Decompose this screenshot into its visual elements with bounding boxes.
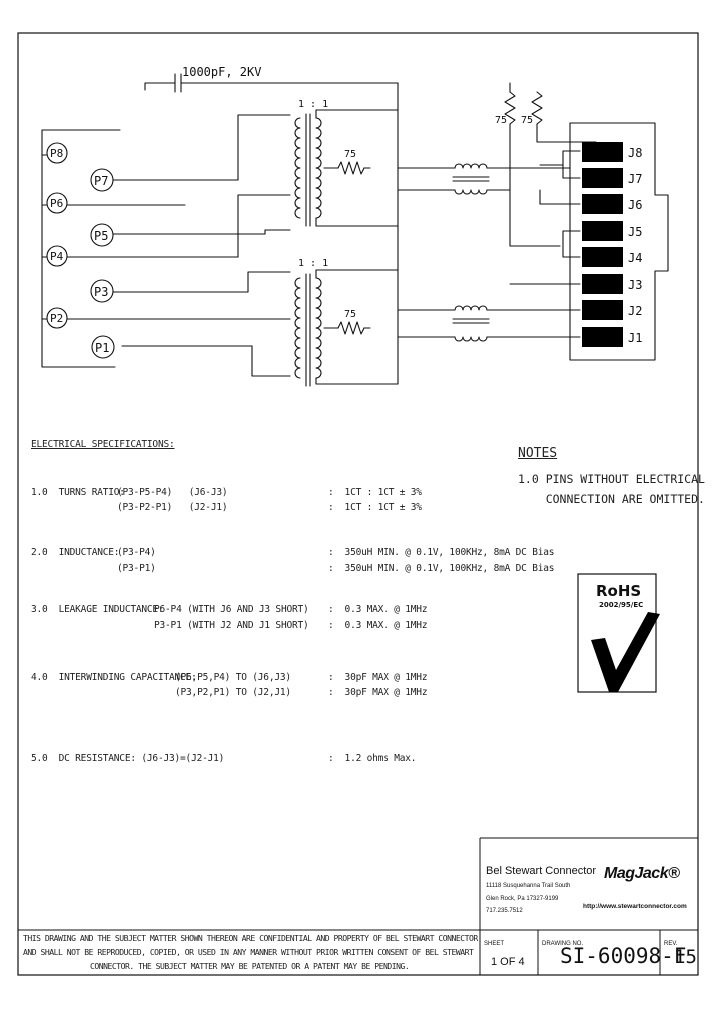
spec2-value-b: : 350uH MIN. @ 0.1V, 100KHz, 8mA DC Bias <box>328 563 555 574</box>
spec3-label: 3.0 LEAKAGE INDUCTANCE: <box>31 604 164 615</box>
rohs-logo: RoHS 2002/95/EC <box>577 573 660 693</box>
spec2-value-a: : 350uH MIN. @ 0.1V, 100KHz, 8mA DC Bias <box>328 547 555 558</box>
svg-text:RoHS: RoHS <box>596 582 641 600</box>
spec4-value-a: : 30pF MAX @ 1MHz <box>328 672 428 683</box>
company-address-1: 11118 Susquehanna Trail South <box>486 883 571 889</box>
svg-text:2002/95/EC: 2002/95/EC <box>599 601 643 609</box>
spec5-label: 5.0 DC RESISTANCE: (J6-J3)=(J2-J1) <box>31 753 225 764</box>
resistor-bottom-zigzag <box>337 321 365 335</box>
jack-block-j5 <box>582 221 623 241</box>
confidential-line-3: CONNECTOR. THE SUBJECT MATTER MAY BE PAT… <box>90 961 410 971</box>
pullup-right-label: 75 <box>521 115 533 126</box>
company-phone: 717.235.7512 <box>486 908 523 914</box>
jack-block-j2 <box>582 300 623 320</box>
spec2-condition-a: (P3-P4) <box>117 547 156 558</box>
pin-p7-label: P7 <box>94 174 108 188</box>
spec2-label: 2.0 INDUCTANCE: <box>31 547 120 558</box>
drawing-label: DRAWING NO. <box>542 941 584 947</box>
resistor-top-label: 75 <box>344 149 356 160</box>
pin-p5-circle <box>90 223 114 247</box>
pin-p6-circle <box>46 192 68 214</box>
pullup-left-label: 75 <box>495 115 507 126</box>
pin-p4-circle <box>46 245 68 267</box>
sheet-value: 1 OF 4 <box>491 956 525 968</box>
coil-bottom-primary <box>294 277 301 379</box>
coil-top-secondary <box>315 117 322 219</box>
pin-p1-label: P1 <box>95 341 109 355</box>
pin-p7-circle <box>90 168 114 192</box>
jack-label-j5: J5 <box>628 225 642 239</box>
pin-p6-label: P6 <box>50 197 63 210</box>
pin-p3-circle <box>90 279 114 303</box>
jack-label-j1: J1 <box>628 331 642 345</box>
confidential-line-2: AND SHALL NOT BE REPRODUCED, COPIED, OR … <box>23 947 474 957</box>
ratio-bottom-label: 1 : 1 <box>298 258 328 269</box>
jack-label-j8: J8 <box>628 146 642 160</box>
rev-label: REV. <box>664 941 678 947</box>
notes-line-1: 1.0 PINS WITHOUT ELECTRICAL <box>518 472 705 486</box>
spec3-condition-a: P6-P4 (WITH J6 AND J3 SHORT) <box>154 604 309 615</box>
jack-label-j4: J4 <box>628 251 642 265</box>
company-url: http://www.stewartconnector.com <box>583 903 687 910</box>
sheet-border <box>17 32 699 976</box>
jack-label-j3: J3 <box>628 278 642 292</box>
spec1-value-a: : 1CT : 1CT ± 3% <box>328 487 422 498</box>
rev-value: 15 <box>674 946 697 968</box>
pullup-right-zigzag <box>531 91 543 125</box>
pin-p2-circle <box>46 307 68 329</box>
spec3-value-a: : 0.3 MAX. @ 1MHz <box>328 604 428 615</box>
pin-p3-label: P3 <box>94 285 108 299</box>
jack-block-j8 <box>582 142 623 162</box>
brand-logo: MagJack® <box>604 865 680 882</box>
left-bracket-wire <box>41 129 121 368</box>
spec5-value: : 1.2 ohms Max. <box>328 753 417 764</box>
resistor-bottom-label: 75 <box>344 309 356 320</box>
spec2-condition-b: (P3-P1) <box>117 563 156 574</box>
coil-bottom-secondary <box>315 277 322 379</box>
jack-block-j7 <box>582 168 623 188</box>
notes-line-2: CONNECTION ARE OMITTED. <box>518 492 705 506</box>
pullup-left-zigzag <box>504 91 516 125</box>
jack-housing <box>569 122 669 361</box>
spec3-value-b: : 0.3 MAX. @ 1MHz <box>328 620 428 631</box>
jack-label-j6: J6 <box>628 198 642 212</box>
spec1-condition-a: (P3-P5-P4) (J6-J3) <box>117 487 228 498</box>
pin-p1-circle <box>91 335 115 359</box>
capacitor-wire <box>144 82 176 91</box>
pin-p4-label: P4 <box>50 250 64 263</box>
company-name: Bel Stewart Connector <box>486 865 597 877</box>
resistor-top-zigzag <box>337 161 365 175</box>
sheet-label: SHEET <box>484 941 505 947</box>
coil-top-primary <box>294 117 301 219</box>
pin-p5-label: P5 <box>94 229 108 243</box>
jack-block-j1 <box>582 327 623 347</box>
pin-p8-circle <box>46 142 68 164</box>
checkmark-icon <box>591 612 660 692</box>
spec3-condition-b: P3-P1 (WITH J2 AND J1 SHORT) <box>154 620 309 631</box>
spec4-condition-a: (P6,P5,P4) TO (J6,J3) <box>175 672 291 683</box>
ratio-top-label: 1 : 1 <box>298 99 328 110</box>
spec1-value-b: : 1CT : 1CT ± 3% <box>328 502 422 513</box>
capacitor-label: 1000pF, 2KV <box>182 65 261 79</box>
jack-block-j6 <box>582 194 623 214</box>
confidential-line-1: THIS DRAWING AND THE SUBJECT MATTER SHOW… <box>23 933 478 943</box>
jack-block-j4 <box>582 247 623 267</box>
pin-p8-label: P8 <box>50 147 63 160</box>
jack-label-j2: J2 <box>628 304 642 318</box>
jack-block-j3 <box>582 274 623 294</box>
notes-title: NOTES <box>518 446 558 461</box>
drawing-number: SI-60098-F <box>560 944 687 968</box>
spec1-label: 1.0 TURNS RATIO: <box>31 487 125 498</box>
company-address-2: Glen Rock, Pa 17327-9199 <box>486 896 559 902</box>
pin-p2-label: P2 <box>50 312 63 325</box>
jack-label-j7: J7 <box>628 172 642 186</box>
spec4-condition-b: (P3,P2,P1) TO (J2,J1) <box>175 687 291 698</box>
spec4-label: 4.0 INTERWINDING CAPACITANCE: <box>31 672 197 683</box>
spec1-condition-b: (P3-P2-P1) (J2-J1) <box>117 502 228 513</box>
spec4-value-b: : 30pF MAX @ 1MHz <box>328 687 428 698</box>
specs-heading: ELECTRICAL SPECIFICATIONS: <box>31 439 175 450</box>
